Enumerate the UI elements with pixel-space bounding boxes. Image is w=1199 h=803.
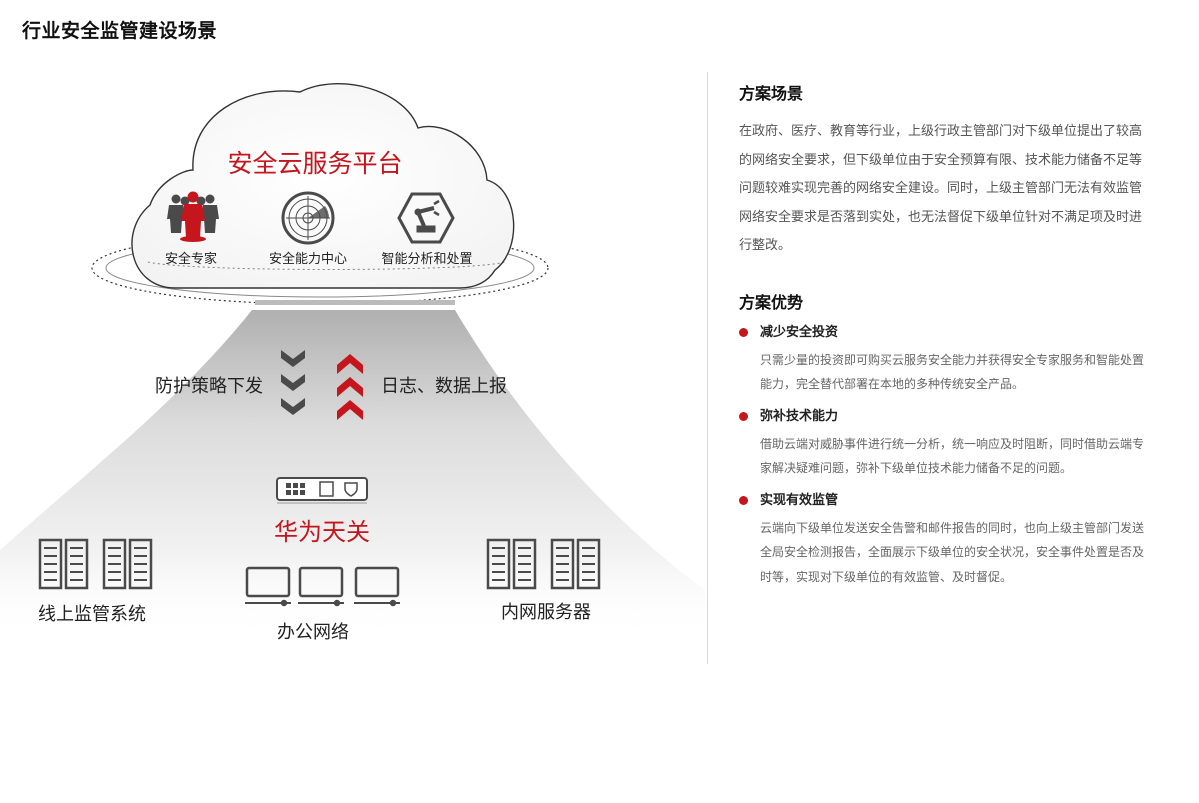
node-label-online: 线上监管系统 xyxy=(38,604,146,625)
node-label-office: 办公网络 xyxy=(277,622,349,643)
gateway-label: 华为天关 xyxy=(274,518,370,546)
service-label-analysis: 智能分析和处置 xyxy=(381,252,472,267)
cloud-shape xyxy=(131,83,515,289)
advantage-description: 云端向下级单位发送安全告警和邮件报告的同时，也向上级主管部门发送全局安全检测报告… xyxy=(760,520,1145,584)
architecture-diagram: 安全云服务平台 安全专家 安全能力中心 xyxy=(0,83,705,643)
scenario-title: 方案场景 xyxy=(739,84,804,103)
bullet-dot-icon xyxy=(739,411,748,421)
light-beam xyxy=(0,310,705,640)
laptop-icon xyxy=(245,566,400,607)
advantages-title: 方案优势 xyxy=(739,292,804,312)
server-rack-icon xyxy=(486,538,601,590)
radar-target-icon xyxy=(281,191,335,245)
advantage-item: 减少安全投资 只需少量的投资即可购买云服务安全能力并获得安全专家服务和智能处置能… xyxy=(739,323,1149,397)
people-group-icon xyxy=(167,191,219,242)
page-title: 行业安全监管建设场景 xyxy=(22,20,218,42)
advantage-description: 只需少量的投资即可购买云服务安全能力并获得安全专家服务和智能处置能力，完全替代部… xyxy=(760,352,1145,392)
advantage-heading: 减少安全投资 xyxy=(760,324,839,340)
scenario-body: 在政府、医疗、教育等行业，上级行政主管部门对下级单位提出了较高的网络安全要求，但… xyxy=(739,124,1143,253)
bullet-dot-icon xyxy=(739,327,748,337)
gateway-device-icon xyxy=(276,477,368,504)
service-label-capability: 安全能力中心 xyxy=(269,251,347,267)
solution-description-panel: 方案场景 在政府、医疗、教育等行业，上级行政主管部门对下级单位提出了较高的网络安… xyxy=(739,80,1149,589)
advantage-heading: 弥补技术能力 xyxy=(760,408,839,424)
advantage-description: 借助云端对威胁事件进行统一分析，统一响应及时阻断，同时借助云端专家解决疑难问题，… xyxy=(760,436,1145,476)
advantage-item: 实现有效监管 云端向下级单位发送安全告警和邮件报告的同时，也向上级主管部门发送全… xyxy=(739,491,1149,590)
uplink-chevron-icon xyxy=(337,354,363,420)
node-label-intranet: 内网服务器 xyxy=(501,602,591,623)
column-divider xyxy=(707,72,708,664)
bullet-dot-icon xyxy=(739,495,748,505)
downlink-chevron-icon xyxy=(281,350,305,415)
advantage-heading: 实现有效监管 xyxy=(760,492,839,508)
robot-arm-icon xyxy=(397,192,455,244)
server-rack-icon xyxy=(38,538,153,590)
downlink-label: 防护策略下发 xyxy=(155,376,263,397)
advantage-item: 弥补技术能力 借助云端对威胁事件进行统一分析，统一响应及时阻断，同时借助云端专家… xyxy=(739,407,1149,481)
platform-title: 安全云服务平台 xyxy=(227,149,402,178)
service-label-expert: 安全专家 xyxy=(165,251,217,267)
uplink-label: 日志、数据上报 xyxy=(381,376,507,397)
